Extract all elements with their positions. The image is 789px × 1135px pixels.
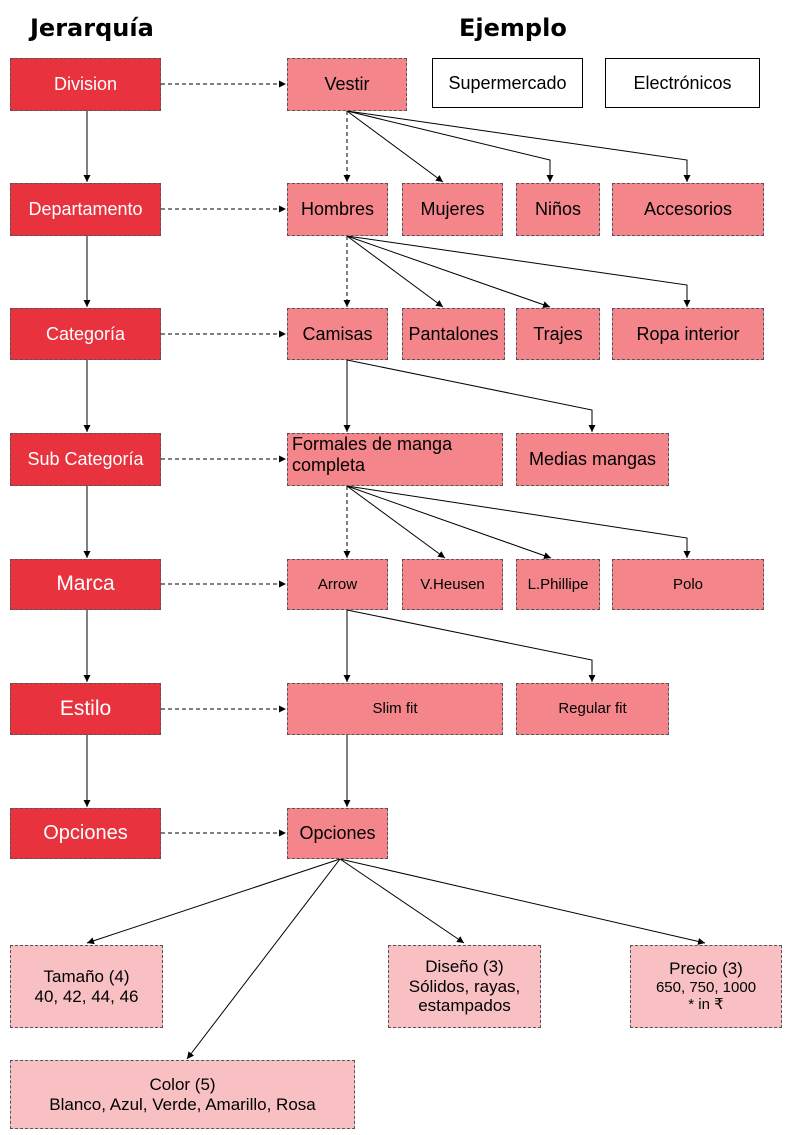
example-polo: Polo	[612, 559, 764, 610]
diseno-title: Diseño (3)	[425, 957, 504, 977]
example-slim-fit: Slim fit	[287, 683, 503, 735]
example-mujeres: Mujeres	[402, 183, 503, 236]
precio-unit: * in ₹	[688, 996, 724, 1014]
option-precio: Precio (3) 650, 750, 1000 * in ₹	[630, 945, 782, 1028]
example-medias-mangas: Medias mangas	[516, 433, 669, 486]
example-formales: Formales de manga completa	[287, 433, 503, 486]
precio-values: 650, 750, 1000	[655, 979, 757, 997]
color-values: Blanco, Azul, Verde, Amarillo, Rosa	[49, 1094, 316, 1114]
example-electronicos: Electrónicos	[605, 58, 760, 108]
example-vestir: Vestir	[287, 58, 407, 111]
precio-title: Precio (3)	[669, 959, 743, 979]
example-trajes: Trajes	[516, 308, 600, 360]
color-title: Color (5)	[149, 1074, 216, 1094]
formales-line1: Formales de manga	[292, 434, 453, 454]
option-tamano: Tamaño (4) 40, 42, 44, 46	[10, 945, 163, 1028]
option-diseno: Diseño (3) Sólidos, rayas, estampados	[388, 945, 541, 1028]
example-camisas: Camisas	[287, 308, 388, 360]
hierarchy-estilo: Estilo	[10, 683, 161, 735]
example-supermercado: Supermercado	[432, 58, 583, 108]
hierarchy-marca: Marca	[10, 559, 161, 610]
header-jerarquia: Jerarquía	[30, 14, 154, 42]
diseno-line1: Sólidos, rayas,	[408, 976, 521, 996]
example-lphillipe: L.Phillipe	[516, 559, 600, 610]
example-regular-fit: Regular fit	[516, 683, 669, 735]
example-hombres: Hombres	[287, 183, 388, 236]
hierarchy-subcategoria: Sub Categoría	[10, 433, 161, 486]
hierarchy-opciones: Opciones	[10, 808, 161, 859]
example-vheusen: V.Heusen	[402, 559, 503, 610]
example-ropa-interior: Ropa interior	[612, 308, 764, 360]
option-color: Color (5) Blanco, Azul, Verde, Amarillo,…	[10, 1060, 355, 1129]
hierarchy-categoria: Categoría	[10, 308, 161, 360]
hierarchy-division: Division	[10, 58, 161, 111]
tamano-values: 40, 42, 44, 46	[34, 986, 139, 1006]
example-accesorios: Accesorios	[612, 183, 764, 236]
diseno-line2: estampados	[418, 996, 511, 1016]
formales-line2: completa	[292, 454, 366, 475]
tamano-title: Tamaño (4)	[43, 966, 130, 986]
hierarchy-departamento: Departamento	[10, 183, 161, 236]
example-ninos: Niños	[516, 183, 600, 236]
header-ejemplo: Ejemplo	[459, 14, 567, 42]
example-opciones: Opciones	[287, 808, 388, 859]
example-arrow: Arrow	[287, 559, 388, 610]
example-pantalones: Pantalones	[402, 308, 505, 360]
